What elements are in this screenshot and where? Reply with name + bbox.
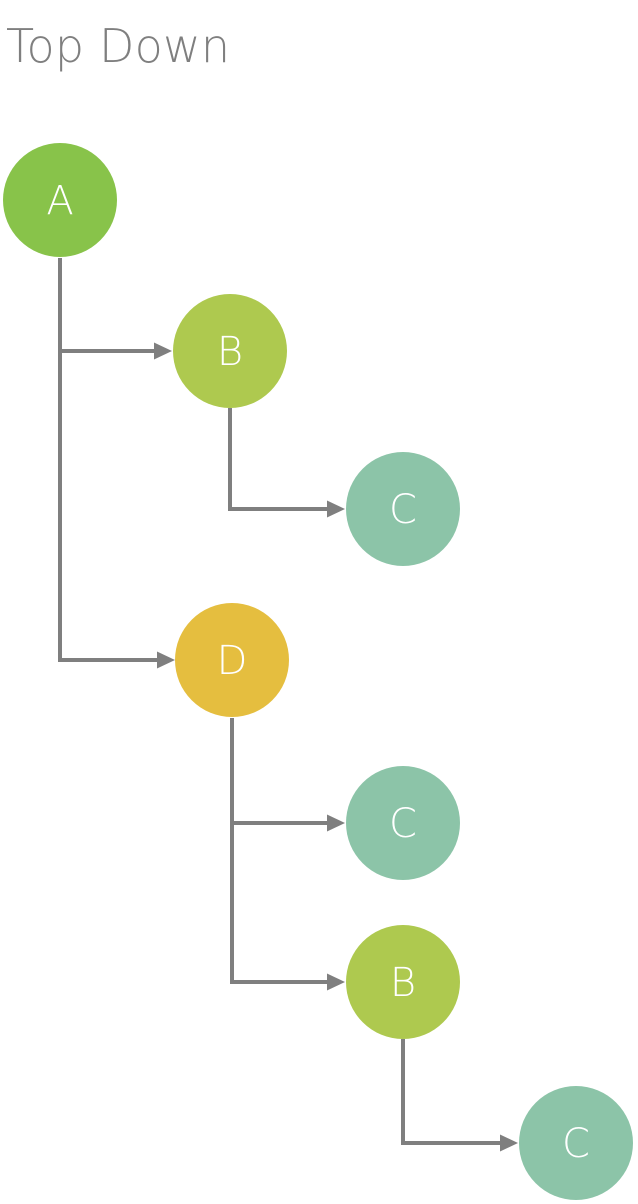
node-n7-c[interactable]: C [519,1086,633,1200]
node-label: B [217,329,243,375]
node-circle[interactable] [519,1086,633,1200]
arrowhead-icon [157,651,175,669]
arrowhead-icon [500,1134,518,1152]
edge-n1-to-n4 [58,258,175,669]
nodes-layer: A B C D C B C [3,143,633,1200]
node-label: C [562,1121,590,1167]
edge-line [58,258,156,353]
node-label: D [217,638,248,684]
edge-n1-to-n2 [58,258,172,360]
arrowhead-icon [154,342,172,360]
node-circle[interactable] [175,603,289,717]
node-n5-c[interactable]: C [346,766,460,880]
node-n4-d[interactable]: D [175,603,289,717]
arrowhead-icon [327,814,345,832]
edge-line [228,408,329,511]
edge-line [230,718,329,984]
edge-line [230,718,329,825]
node-label: C [389,801,417,847]
arrowhead-icon [327,500,345,518]
edge-n4-to-n6 [230,718,345,991]
edges-layer [58,258,518,1152]
node-label: C [389,487,417,533]
node-circle[interactable] [346,452,460,566]
edge-n2-to-n3 [228,408,345,518]
edge-n6-to-n7 [401,1039,518,1152]
arrowhead-icon [327,973,345,991]
node-n1-a[interactable]: A [3,143,117,257]
node-label: A [46,178,73,224]
node-n3-c[interactable]: C [346,452,460,566]
node-n2-b[interactable]: B [173,294,287,408]
node-n6-b[interactable]: B [346,925,460,1039]
node-circle[interactable] [3,143,117,257]
node-label: B [390,960,416,1006]
node-circle[interactable] [173,294,287,408]
edge-line [58,258,159,662]
node-circle[interactable] [346,766,460,880]
edge-n4-to-n5 [230,718,345,832]
node-circle[interactable] [346,925,460,1039]
diagram-title: Top Down [6,19,230,73]
edge-line [401,1039,502,1145]
